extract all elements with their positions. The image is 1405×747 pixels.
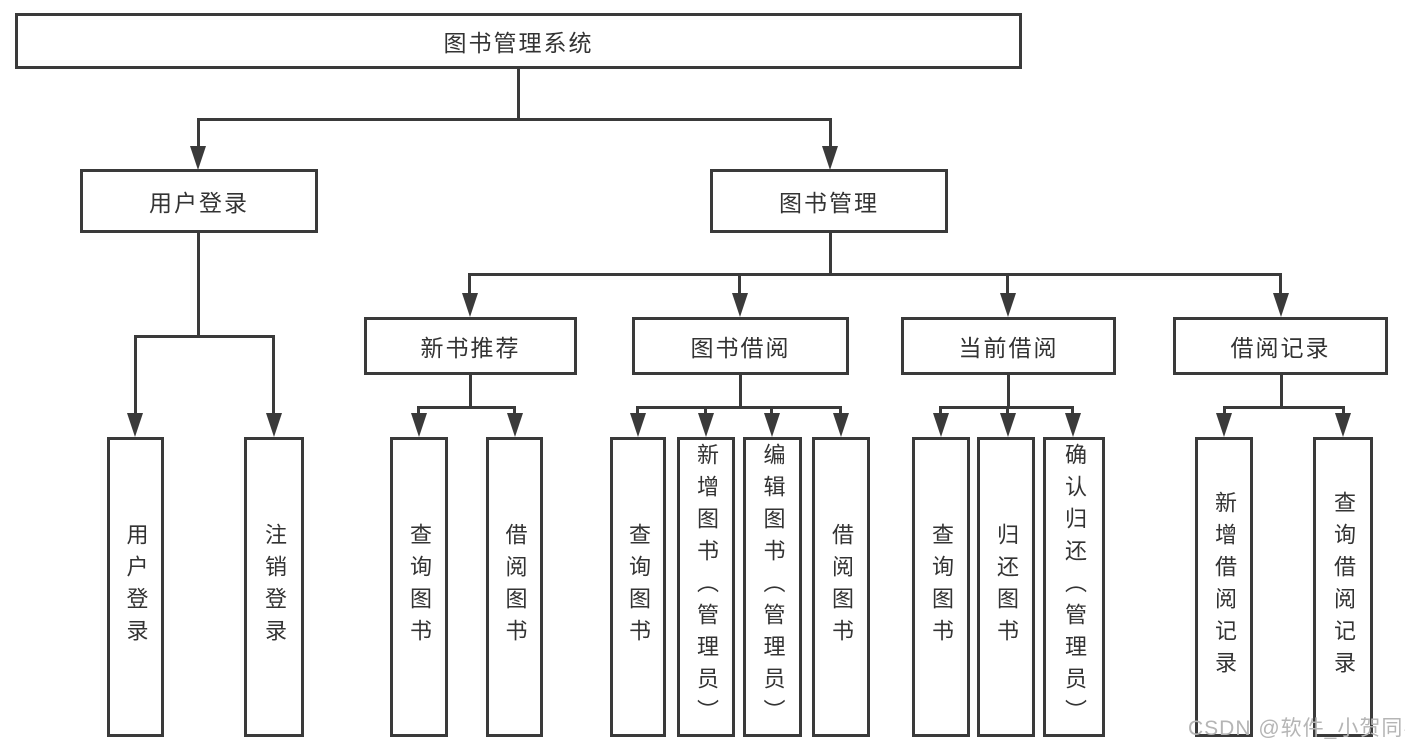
connector-vline <box>739 375 742 406</box>
leaf-confirm-return-admin: 确认归还（管理员） <box>1043 437 1105 737</box>
connector-vline <box>939 406 942 416</box>
connector-vline <box>517 69 520 118</box>
arrow-down-icon <box>1000 413 1016 437</box>
node-borrow-records: 借阅记录 <box>1173 317 1388 375</box>
leaf-query-books-recommend: 查询图书 <box>390 437 448 737</box>
connector-vline <box>1342 406 1345 416</box>
connector-hline <box>418 406 516 409</box>
connector-vline <box>829 118 832 148</box>
node-new-book-recommend: 新书推荐 <box>364 317 577 375</box>
leaf-borrow-books-recommend: 借阅图书 <box>486 437 543 737</box>
node-book-borrow: 图书借阅 <box>632 317 849 375</box>
connector-vline <box>469 375 472 406</box>
node-user-login: 用户登录 <box>80 169 318 233</box>
arrow-down-icon <box>822 146 838 170</box>
connector-vline <box>272 335 275 416</box>
node-current-borrow: 当前借阅 <box>901 317 1116 375</box>
connector-vline <box>704 406 707 416</box>
connector-vline <box>1280 375 1283 406</box>
leaf-user-login: 用户登录 <box>107 437 164 737</box>
connector-vline <box>134 335 137 416</box>
leaf-add-book-admin: 新增图书（管理员） <box>677 437 735 737</box>
leaf-query-books-borrow: 查询图书 <box>610 437 666 737</box>
connector-hline <box>134 335 275 338</box>
leaf-borrow-books: 借阅图书 <box>812 437 870 737</box>
connector-vline <box>770 406 773 416</box>
arrow-down-icon <box>266 413 282 437</box>
connector-vline <box>197 118 200 148</box>
connector-vline <box>197 233 200 335</box>
leaf-logout: 注销登录 <box>244 437 304 737</box>
connector-vline <box>1007 375 1010 406</box>
connector-vline <box>513 406 516 416</box>
arrow-down-icon <box>1000 293 1016 317</box>
arrow-down-icon <box>190 146 206 170</box>
connector-hline <box>469 273 1282 276</box>
connector-vline <box>1071 406 1074 416</box>
leaf-add-borrow-record: 新增借阅记录 <box>1195 437 1253 737</box>
connector-vline <box>1279 273 1282 296</box>
connector-vline <box>417 406 420 416</box>
leaf-edit-book-admin: 编辑图书（管理员） <box>743 437 802 737</box>
connector-vline <box>1223 406 1226 416</box>
arrow-down-icon <box>764 413 780 437</box>
arrow-down-icon <box>1065 413 1081 437</box>
arrow-down-icon <box>462 293 478 317</box>
arrow-down-icon <box>933 413 949 437</box>
arrow-down-icon <box>411 413 427 437</box>
connector-vline <box>829 233 832 273</box>
connector-hline <box>197 118 831 121</box>
arrow-down-icon <box>1216 413 1232 437</box>
connector-vline <box>1006 406 1009 416</box>
leaf-return-books: 归还图书 <box>977 437 1035 737</box>
leaf-query-borrow-record: 查询借阅记录 <box>1313 437 1373 737</box>
connector-hline <box>1223 406 1344 409</box>
connector-vline <box>738 273 741 296</box>
arrow-down-icon <box>630 413 646 437</box>
connector-vline <box>468 273 471 296</box>
node-root: 图书管理系统 <box>15 13 1022 69</box>
arrow-down-icon <box>833 413 849 437</box>
arrow-down-icon <box>732 293 748 317</box>
node-book-management: 图书管理 <box>710 169 948 233</box>
arrow-down-icon <box>698 413 714 437</box>
connector-vline <box>1006 273 1009 296</box>
watermark: CSDN @软件_小贺同学 <box>1188 717 1405 740</box>
arrow-down-icon <box>507 413 523 437</box>
leaf-query-books-current: 查询图书 <box>912 437 970 737</box>
arrow-down-icon <box>1335 413 1351 437</box>
arrow-down-icon <box>127 413 143 437</box>
connector-hline <box>636 406 841 409</box>
connector-vline <box>839 406 842 416</box>
arrow-down-icon <box>1273 293 1289 317</box>
connector-vline <box>636 406 639 416</box>
